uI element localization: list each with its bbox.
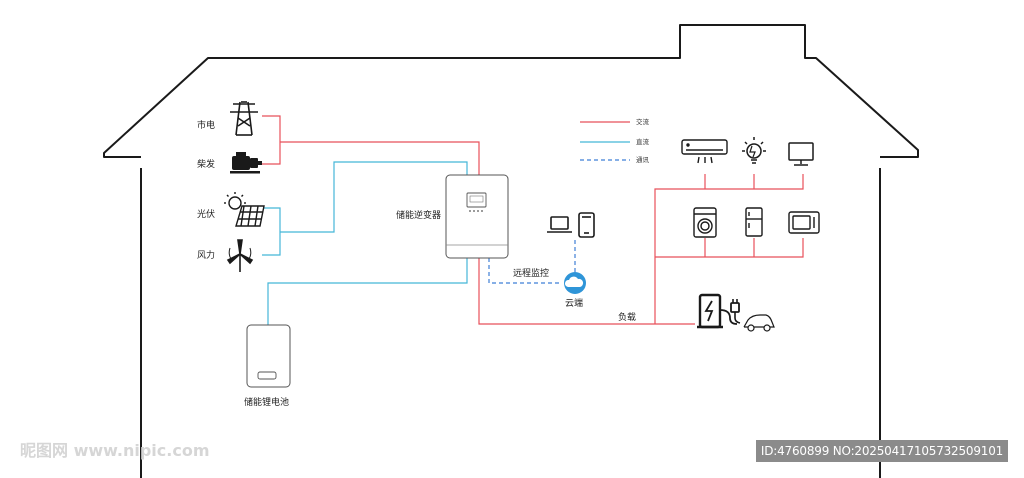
dc-lines [262, 161, 468, 325]
grid-label: 市电 [197, 119, 215, 131]
legend-ac-label: 交流 [636, 117, 650, 126]
cloud-icon [564, 272, 586, 294]
ac-lines [262, 115, 804, 325]
watermark-text: 昵图网 www.nipic.com [20, 441, 210, 460]
power-tower-icon [230, 101, 258, 136]
house-outline [103, 24, 919, 478]
inverter-screen [466, 192, 487, 208]
comm-lines [488, 240, 576, 284]
diesel-label: 柴发 [197, 158, 215, 170]
ev-charger-icon [697, 293, 741, 329]
light-bulb-icon [742, 137, 766, 164]
phone-icon [578, 212, 595, 238]
solar-label: 光伏 [197, 208, 215, 220]
wind-turbine-icon [226, 239, 254, 272]
air-conditioner-icon [681, 139, 728, 164]
remote-monitoring-label: 远程监控 [513, 267, 549, 279]
battery-label: 储能锂电池 [244, 396, 289, 408]
washing-machine-icon [693, 207, 717, 238]
refrigerator-icon [745, 207, 763, 237]
generator-engine-icon [230, 152, 262, 174]
legend: 交流 直流 通讯 [580, 117, 650, 164]
tv-icon [788, 142, 814, 166]
load-label: 负载 [618, 311, 636, 323]
legend-comm-label: 通讯 [636, 155, 650, 164]
solar-panel-icon [224, 192, 265, 227]
inverter-label: 储能逆变器 [396, 209, 441, 221]
inverter-unit [445, 174, 509, 259]
cloud-label: 云端 [565, 297, 583, 309]
laptop-icon [547, 216, 572, 233]
legend-dc-label: 直流 [636, 137, 650, 146]
electric-car-icon [743, 314, 775, 332]
wind-label: 风力 [197, 249, 215, 261]
microwave-icon [788, 211, 820, 234]
id-badge: ID:4760899 NO:20250417105732509101 [756, 440, 1008, 462]
battery-unit [246, 324, 291, 388]
